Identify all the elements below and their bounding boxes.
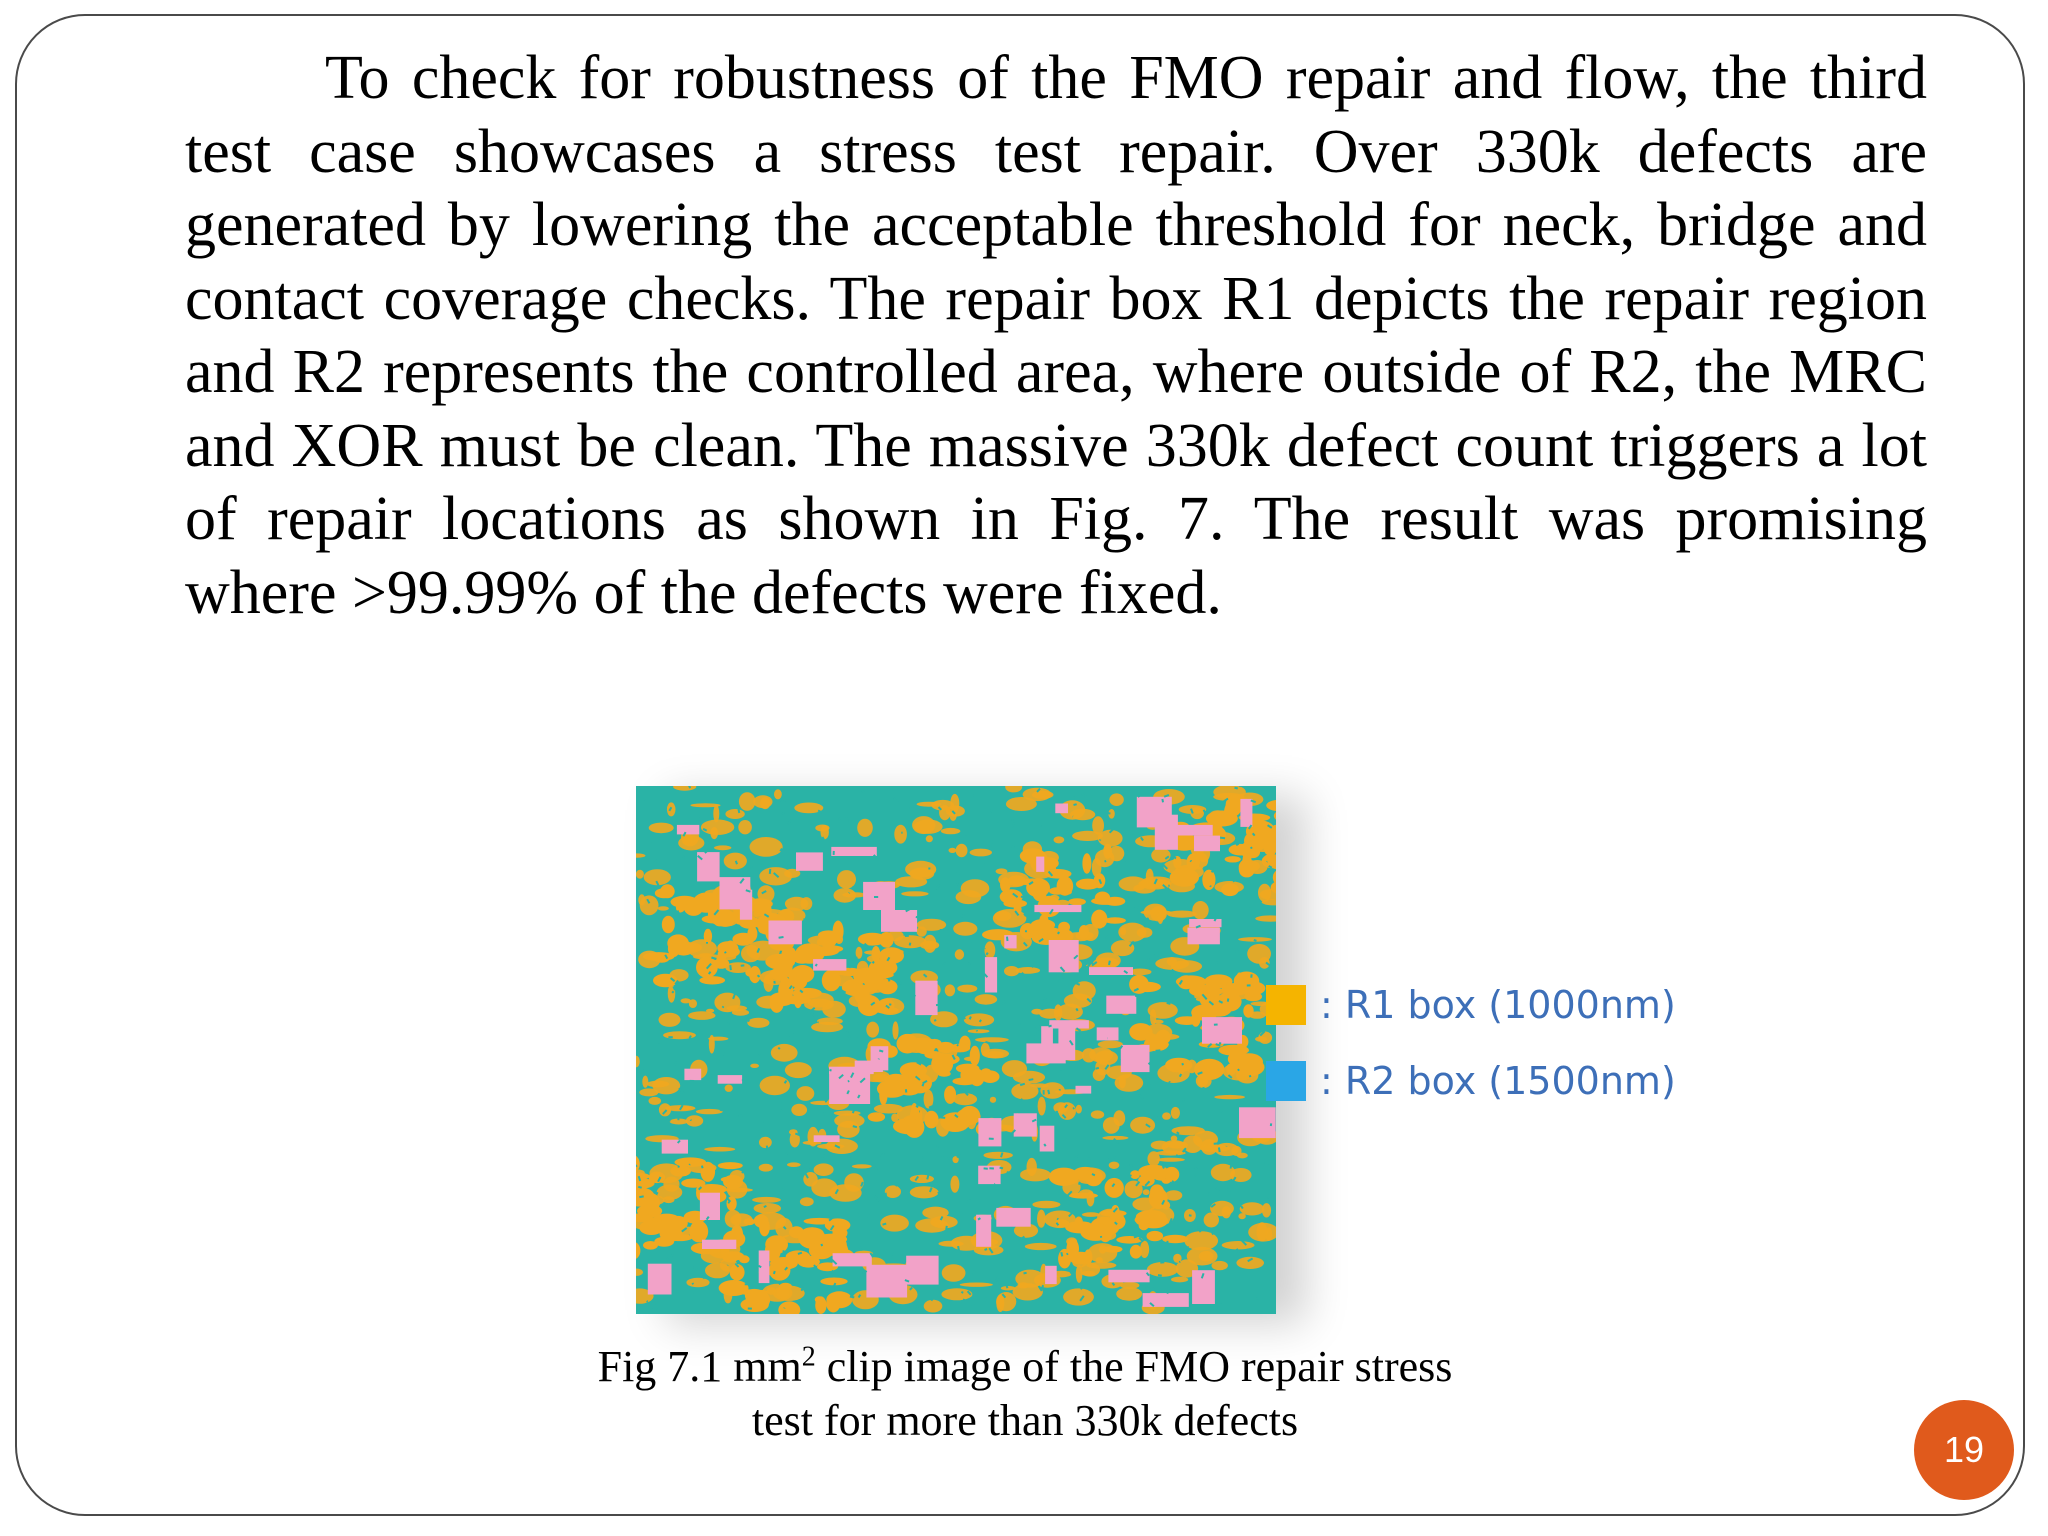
caption-line-2: test for more than 330k defects [751, 1396, 1299, 1445]
defect-clip-image [636, 786, 1276, 1314]
legend-label-r1: : R1 box (1000nm) [1320, 983, 1676, 1027]
figure-caption: Fig 7.1 mm2 clip image of the FMO repair… [400, 1340, 1650, 1448]
slide-frame [15, 14, 2025, 1516]
legend-label-r2: : R2 box (1500nm) [1320, 1059, 1676, 1103]
r1-swatch [1266, 985, 1306, 1025]
legend-item-r2: : R2 box (1500nm) [1266, 1056, 1676, 1106]
body-paragraph: To check for robustness of the FMO repai… [185, 42, 1927, 630]
body-paragraph-text: To check for robustness of the FMO repai… [185, 44, 1927, 627]
fmo-repair-clip-image [636, 786, 1276, 1314]
caption-text-a: Fig 7.1 mm [597, 1342, 802, 1391]
caption-superscript: 2 [801, 1341, 816, 1373]
caption-line-1: Fig 7.1 mm2 clip image of the FMO repair… [400, 1340, 1650, 1394]
legend-item-r1: : R1 box (1000nm) [1266, 980, 1676, 1030]
figure-legend: : R1 box (1000nm) : R2 box (1500nm) [1266, 980, 1676, 1132]
caption-text-b: clip image of the FMO repair stress [815, 1342, 1453, 1391]
page-number-badge: 19 [1914, 1400, 2014, 1500]
r2-swatch [1266, 1061, 1306, 1101]
